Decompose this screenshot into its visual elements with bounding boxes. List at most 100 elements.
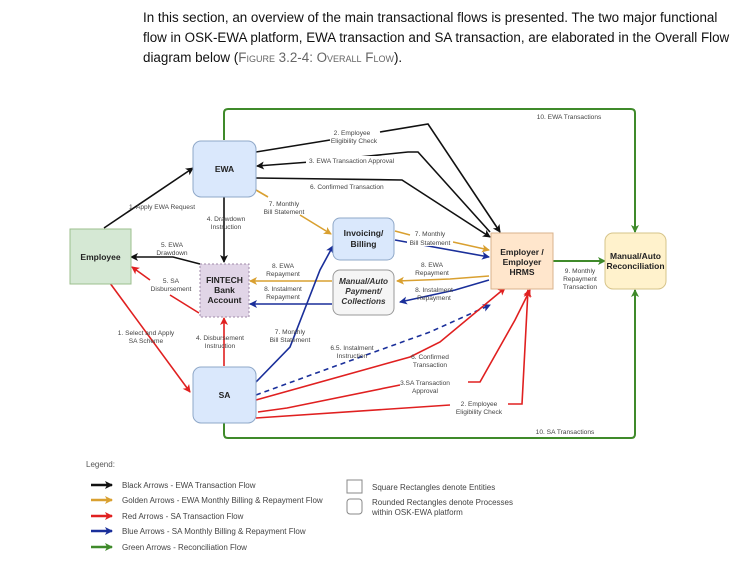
node-fintech-line-1: FINTECH [206, 275, 243, 285]
label-ewa-drawdown-2: Drawdown [156, 250, 187, 257]
legend: Legend: Black Arrows - EWA Transaction F… [86, 460, 513, 552]
node-employee[interactable]: Employee [69, 228, 132, 285]
edge-sa-approval [257, 290, 530, 413]
node-manual-payment-line-1: Manual/Auto [339, 277, 388, 286]
node-manual-payment-line-3: Collections [341, 297, 386, 306]
label-sa-disbursement-1: 5. SA [163, 278, 180, 285]
legend-label-red: Red Arrows - SA Transaction Flow [122, 512, 244, 521]
label-instalment-instruction-1: 6.5. Instalment [330, 345, 373, 352]
label-select-sa-1: 1. Select and Apply [118, 330, 175, 337]
legend-label-green: Green Arrows - Reconciliation Flow [122, 543, 247, 552]
node-invoicing-line-1: Invoicing/ [344, 228, 384, 238]
label-ewa-bill-2: Bill Statement [264, 209, 305, 216]
node-fintech-bank-account[interactable]: FINTECH Bank Account [199, 263, 250, 318]
legend-square-label: Square Rectangles denote Entities [372, 483, 495, 492]
edge-apply-ewa [103, 167, 194, 229]
edge-sa-transactions [223, 289, 639, 439]
legend-item-red: Red Arrows - SA Transaction Flow [91, 512, 244, 521]
label-sa-confirmed-2: Transaction [413, 362, 448, 369]
edge-labels: 1. Apply EWA Request 2. Employee Eligibi… [118, 114, 602, 436]
node-sa[interactable]: SA [192, 366, 257, 424]
label-ewa-repayment-2: Repayment [415, 270, 449, 277]
label-disbursement-instruction-1: 4. Disbursement [196, 335, 244, 342]
label-ewa-repayment-fintech-2: Repayment [266, 271, 300, 278]
label-sa-bill-1: 7. Monthly [275, 329, 306, 336]
label-sa-bill-2: Bill Statement [270, 337, 311, 344]
label-sa-approval-1: 3.SA Transaction [400, 380, 450, 387]
label-sa-approval-2: Approval [412, 388, 439, 395]
edge-sa-confirmed [255, 287, 506, 401]
node-reconciliation[interactable]: Manual/Auto Reconciliation [604, 232, 667, 290]
node-manual-payment-line-2: Payment/ [345, 287, 382, 296]
node-employer-line-1: Employer / [500, 247, 544, 257]
label-select-sa-2: SA Scheme [129, 338, 164, 345]
legend-rounded-process: Rounded Rectangles denote Processes with… [346, 498, 513, 517]
green-edges [223, 108, 639, 439]
label-ewa-bill-1: 7. Monthly [269, 201, 300, 208]
label-monthly-repayment-1: 9. Monthly [565, 268, 596, 275]
edge-instalment-repayment [399, 279, 490, 305]
black-edges [103, 123, 500, 265]
label-instalment-fintech-1: 8. Instalment [264, 286, 302, 293]
node-fintech-line-2: Bank [214, 285, 235, 295]
figure-reference-link[interactable]: Figure 3.2-4: Overall Flow [238, 50, 394, 65]
node-manual-auto-payment[interactable]: Manual/Auto Payment/ Collections [332, 269, 395, 316]
edge-employer-bill-statement [394, 230, 489, 250]
edge-ewa-approval [256, 151, 491, 233]
legend-label-golden: Golden Arrows - EWA Monthly Billing & Re… [122, 496, 323, 505]
legend-label-black: Black Arrows - EWA Transaction Flow [122, 481, 256, 490]
label-ewa-transactions: 10. EWA Transactions [537, 114, 602, 121]
intro-paragraph: In this section, an overview of the main… [143, 8, 743, 68]
label-ewa-eligibility-2: Eligibility Check [331, 138, 378, 145]
label-instalment-instruction-2: Instruction [337, 353, 368, 360]
edge-select-sa [103, 274, 191, 393]
label-ewa-repayment-fintech-1: 8. EWA [272, 263, 295, 270]
node-ewa[interactable]: EWA [192, 140, 257, 198]
node-employer-line-3: HRMS [509, 267, 534, 277]
legend-square-entity: Square Rectangles denote Entities [346, 479, 495, 494]
label-sa-transactions: 10. SA Transactions [536, 429, 595, 436]
label-employer-bill-1: 7. Monthly [415, 231, 446, 238]
node-employee-label: Employee [80, 252, 120, 262]
label-employer-bill-2: Bill Statement [410, 240, 451, 247]
label-sa-eligibility-1: 2. Employee [461, 401, 498, 408]
edge-ewa-repayment [396, 275, 490, 285]
legend-rounded-label-1: Rounded Rectangles denote Processes [372, 498, 513, 507]
label-sa-disbursement-2: Disbursement [151, 286, 192, 293]
label-sa-confirmed-1: 6. Confirmed [411, 354, 449, 361]
rounded-rectangle-icon [346, 498, 363, 515]
label-instalment-1: 8. Instalment [415, 287, 453, 294]
legend-item-golden: Golden Arrows - EWA Monthly Billing & Re… [91, 496, 323, 505]
node-sa-label: SA [219, 390, 231, 400]
label-apply-ewa: 1. Apply EWA Request [129, 204, 195, 211]
edge-ewa-drawdown [130, 253, 201, 265]
node-fintech-line-3: Account [208, 295, 242, 305]
label-instalment-2: Repayment [417, 295, 451, 302]
label-disbursement-instruction-2: Instruction [205, 343, 236, 350]
intro-text-end: ). [393, 50, 403, 65]
label-ewa-drawdown-1: 5. EWA [161, 242, 184, 249]
edge-sa-bill-statement [255, 245, 334, 383]
edge-ewa-eligibility [255, 123, 500, 232]
node-invoicing-billing[interactable]: Invoicing/ Billing [332, 217, 395, 261]
node-recon-line-1: Manual/Auto [610, 251, 661, 261]
label-ewa-confirmed: 6. Confirmed Transaction [310, 184, 384, 191]
label-ewa-repayment-1: 8. EWA [421, 262, 444, 269]
label-ewa-eligibility-1: 2. Employee [334, 130, 371, 137]
node-invoicing-line-2: Billing [351, 239, 377, 249]
label-drawdown-2: Instruction [211, 224, 242, 231]
legend-item-blue: Blue Arrows - SA Monthly Billing & Repay… [91, 527, 306, 536]
edge-ewa-transactions [223, 108, 639, 233]
label-drawdown-1: 4. Drawdown [207, 216, 246, 223]
edge-ewa-confirmed [255, 177, 491, 238]
edge-sa-disbursement [132, 267, 200, 314]
legend-item-green: Green Arrows - Reconciliation Flow [91, 543, 247, 552]
node-employer-hrms[interactable]: Employer / Employer HRMS [490, 232, 554, 290]
legend-item-black: Black Arrows - EWA Transaction Flow [91, 481, 256, 490]
legend-rounded-label-2: within OSK-EWA platform [371, 508, 463, 517]
label-instalment-fintech-2: Repayment [266, 294, 300, 301]
node-employer-line-2: Employer [503, 257, 542, 267]
edge-sa-eligibility [255, 290, 528, 419]
intro-text: In this section, an overview of the main… [143, 10, 730, 65]
